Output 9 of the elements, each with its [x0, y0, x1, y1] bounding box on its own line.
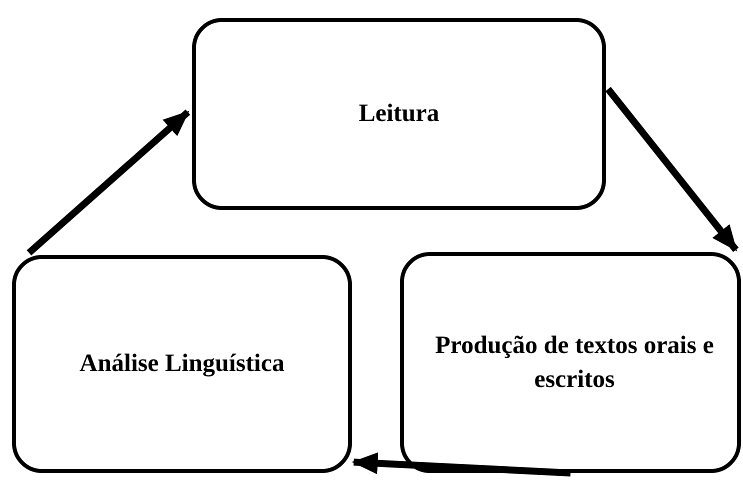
box-label: Leitura	[358, 99, 440, 130]
arrow	[352, 452, 571, 476]
process-box	[400, 252, 741, 473]
box-label: Produção de textos orais e escritos	[434, 330, 715, 394]
arrow	[605, 86, 739, 252]
box-label: Análise Linguística	[80, 349, 284, 380]
process-box	[192, 18, 606, 210]
process-box	[12, 255, 352, 473]
arrow	[26, 109, 190, 256]
